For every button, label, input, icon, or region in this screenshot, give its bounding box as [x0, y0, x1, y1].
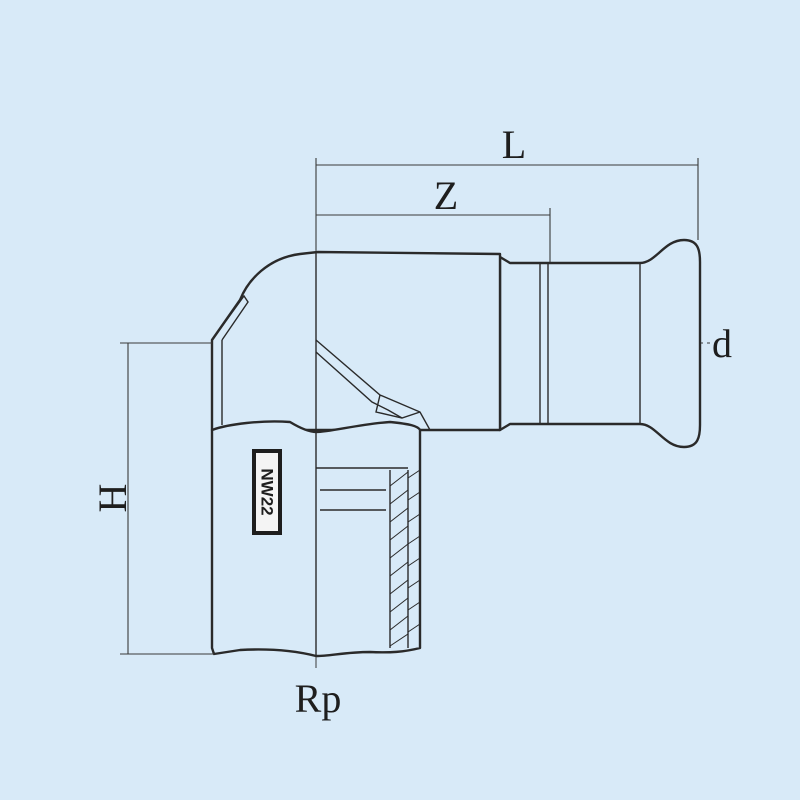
label-H: H — [90, 484, 135, 513]
label-Z: Z — [434, 173, 458, 218]
press-socket — [498, 238, 702, 449]
dimension-Z: Z — [316, 173, 551, 262]
marking-text: NW22 — [258, 468, 277, 515]
dimension-L: L — [315, 122, 699, 250]
dimension-H: H — [90, 342, 214, 655]
thread-hatching — [389, 469, 421, 647]
marking-plate-inner — [256, 453, 278, 531]
label-d: d — [712, 321, 732, 366]
label-Rp: Rp — [295, 676, 342, 721]
threaded-leg — [210, 420, 422, 658]
size-marking: NW22 — [252, 449, 282, 535]
label-L: L — [502, 122, 526, 167]
elbow-body — [210, 250, 502, 432]
